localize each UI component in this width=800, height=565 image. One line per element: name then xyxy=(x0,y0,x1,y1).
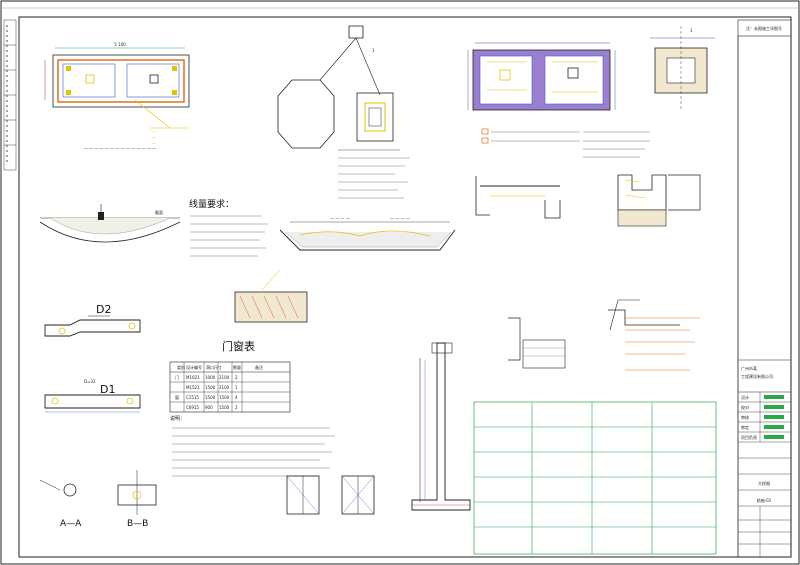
component-d2: D2 xyxy=(44,303,141,337)
right-section-details xyxy=(475,174,701,227)
table-cell: 1 xyxy=(235,385,238,390)
door-window-table-title: 门窗表 xyxy=(222,339,255,353)
table-header-code: 设计编号 xyxy=(186,364,202,370)
table-cell: 2 xyxy=(235,405,238,410)
octagon-detail: 1 xyxy=(277,25,394,149)
svg-text:—: — xyxy=(152,141,156,146)
section-a-title: 截面 xyxy=(155,209,163,215)
svg-text:— — — — — — — — — — — — — —: — — — — — — — — — — — — — — xyxy=(84,146,157,151)
table-header-size: 洞口尺寸 xyxy=(206,364,222,370)
title-block-company: 工程建设有限公司 xyxy=(741,373,773,379)
table-cell: 1500 xyxy=(219,405,230,410)
title-block-row: 设计 xyxy=(741,394,749,400)
table-cell: 1500 xyxy=(205,385,216,390)
table-cell: C1515 xyxy=(186,395,199,400)
green-grid-table xyxy=(473,401,717,555)
notes-block-right xyxy=(481,128,650,158)
svg-text:1: 1 xyxy=(372,48,375,53)
table-cell: 2 xyxy=(235,375,238,380)
general-notes: 说明： xyxy=(170,415,335,477)
notes-block-center xyxy=(338,149,410,199)
table-cell: 门 xyxy=(175,374,179,380)
manhole-detail: 1 xyxy=(650,26,715,110)
title-block-row: 项目负责 xyxy=(741,434,757,440)
table-cell: 900 xyxy=(205,405,213,410)
svg-text:— — — —: — — — — xyxy=(330,216,350,221)
left-binding-strip xyxy=(3,19,17,171)
title-block-drawing-no: 结施-01 xyxy=(757,497,772,503)
table-cell: 2100 xyxy=(219,385,230,390)
table-cell: 2100 xyxy=(219,375,230,380)
tank-plan-right xyxy=(467,42,616,111)
svg-text:—: — xyxy=(152,129,156,134)
title-block-row: 审核 xyxy=(741,414,749,420)
plan-dimension-label: 5 100 xyxy=(114,42,126,47)
svg-text:1: 1 xyxy=(690,28,693,33)
top-note-text: 注：未图施工详图号 xyxy=(746,25,782,31)
section-aa-bb: A—A B—B xyxy=(39,470,157,529)
top-note-box: 注：未图施工详图号 xyxy=(737,19,792,37)
inner-frame xyxy=(18,16,792,558)
title-block: 广州市某 工程建设有限公司 设计 校对 审核 审定 项目负责 大样图 结施-01 xyxy=(737,36,791,557)
component-d1: D1 D=32 xyxy=(44,379,141,413)
d1-label: D1 xyxy=(100,383,115,396)
table-cell: 1500 xyxy=(219,395,230,400)
wall-section xyxy=(411,342,471,511)
table-cell: C0915 xyxy=(186,405,199,410)
requirements-block: 线量要求： xyxy=(189,198,268,257)
d1-dimension: D=32 xyxy=(84,379,96,384)
table-cell: 4 xyxy=(235,395,238,400)
notes-title: 说明： xyxy=(170,415,185,422)
channel-section: — — — — — — — — xyxy=(279,216,456,251)
svg-text:— — — —: — — — — xyxy=(390,216,410,221)
hatched-slab-detail xyxy=(234,269,308,323)
table-cell: 窗 xyxy=(175,394,179,400)
title-block-row: 审定 xyxy=(741,424,749,430)
plan-view-left: 5 100 — — — — — — — — — — — — — — — — — xyxy=(44,42,190,151)
d2-label: D2 xyxy=(96,303,111,316)
window-elevations xyxy=(286,475,375,515)
table-cell: 1000 xyxy=(205,375,216,380)
section-view-a: 截面 xyxy=(39,204,181,243)
title-block-sheet-name: 大样图 xyxy=(758,480,770,486)
door-window-table: 门窗表 类别 设计编号 洞口尺寸 数量 备注 门 M1021 1000 2100… xyxy=(169,339,291,413)
title-block-row: 校对 xyxy=(741,404,749,410)
table-cell: 1500 xyxy=(205,395,216,400)
table-header-type: 类别 xyxy=(177,364,185,370)
section-aa-label: A—A xyxy=(60,519,82,529)
table-header-count: 数量 xyxy=(233,364,241,370)
table-cell: M1021 xyxy=(186,375,200,380)
title-block-project: 广州市某 xyxy=(741,365,757,371)
detail-callouts xyxy=(508,299,700,371)
requirements-title: 线量要求： xyxy=(189,198,234,210)
svg-text:—: — xyxy=(152,135,156,140)
table-cell: M1521 xyxy=(186,385,200,390)
table-header-note: 备注 xyxy=(255,364,263,370)
section-bb-label: B—B xyxy=(127,519,148,529)
